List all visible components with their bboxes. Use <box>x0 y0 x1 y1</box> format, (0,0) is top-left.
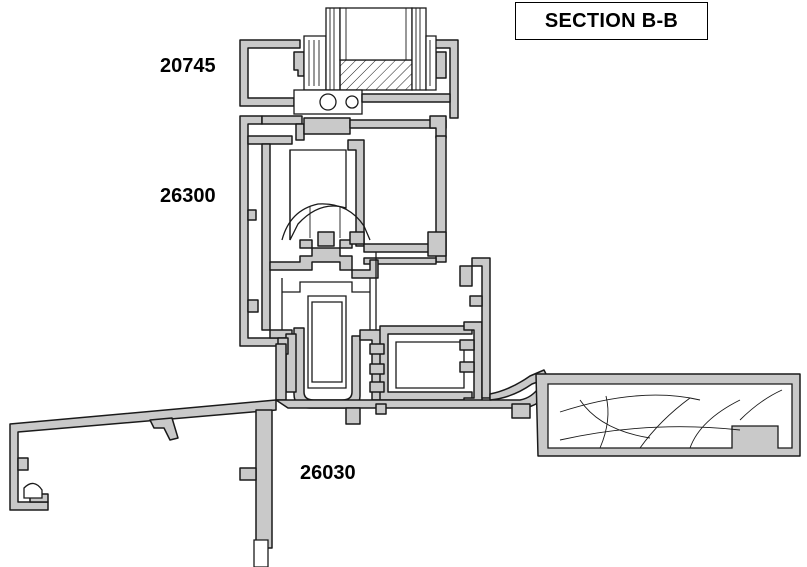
section-title-box: SECTION B-B <box>515 2 708 40</box>
glass-spacer-hatched <box>339 7 413 91</box>
drainage-insert <box>277 295 361 409</box>
part-number-top: 20745 <box>160 55 216 77</box>
glass-pane-left <box>325 7 341 91</box>
gasket-right <box>425 35 437 91</box>
sill-nose <box>535 373 801 457</box>
profile-26030 <box>9 257 549 567</box>
part-number-middle: 26300 <box>160 185 216 207</box>
gasket-left <box>303 35 327 91</box>
glass-pane-right <box>411 7 427 91</box>
sash-chambers <box>281 149 377 330</box>
part-number-bottom: 26030 <box>300 462 356 484</box>
setting-block <box>293 89 451 115</box>
profile-26300 <box>239 115 447 347</box>
